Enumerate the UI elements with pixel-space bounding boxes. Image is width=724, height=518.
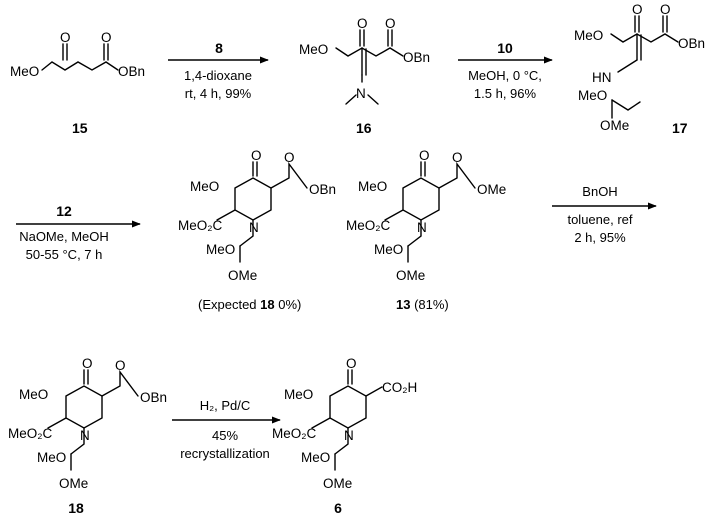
acetal-methoxy-label-2: OMe	[59, 476, 88, 491]
reaction-arrow-1: 8 1,4-dioxane rt, 4 h, 99%	[168, 40, 269, 101]
compound-6: MeO O CO₂H MeO₂C N MeO OMe 6	[272, 356, 417, 516]
methoxy-label: MeO	[10, 64, 39, 79]
carbonyl-oxygen-label: O	[632, 2, 643, 17]
carbonyl-oxygen-label: O	[419, 148, 430, 163]
carbonyl-oxygen-label: O	[346, 356, 357, 371]
amine-label: HN	[592, 70, 612, 85]
condition-time-yield: rt, 4 h, 99%	[185, 86, 252, 101]
benzyl-ester-label: OBn	[140, 390, 167, 405]
acetal-methoxy-label: MeO	[37, 450, 66, 465]
acetal-methoxy-label-2: OMe	[600, 118, 629, 133]
compound-13-caption: 13 (81%)	[396, 297, 449, 312]
methyl-ester-label: MeO₂C	[178, 218, 222, 233]
ester-oxygen-label: O	[452, 150, 463, 165]
reagent-10-label: 10	[497, 40, 513, 56]
compound-13: MeO O O OMe MeO₂C N MeO OMe 13 (81%)	[346, 148, 506, 312]
acetal-methoxy-label: MeO	[374, 242, 403, 257]
nitrogen-label: N	[249, 220, 259, 235]
condition-time-yield: 1.5 h, 96%	[474, 86, 537, 101]
condition-solvent: 1,4-dioxane	[184, 68, 252, 83]
reagent-bnoh-label: BnOH	[582, 184, 617, 199]
benzyl-ester-label: OBn	[309, 182, 336, 197]
ester-oxygen-label: O	[385, 16, 396, 31]
methyl-ester-right-label: OMe	[477, 182, 506, 197]
compound-16: MeO O O OBn N 16	[299, 16, 430, 136]
methyl-ester-label: MeO₂C	[346, 218, 390, 233]
benzyl-ester-label: OBn	[678, 36, 705, 51]
acetal-methoxy-label-2: OMe	[396, 268, 425, 283]
condition-solvent: toluene, ref	[567, 212, 632, 227]
reagent-8-label: 8	[215, 40, 223, 56]
acetal-methoxy-label-2: OMe	[323, 476, 352, 491]
ester-oxygen-label: O	[284, 150, 295, 165]
nitrogen-label: N	[356, 86, 366, 101]
nitrogen-label: N	[344, 428, 354, 443]
condition-solvent-temp: MeOH, 0 °C,	[468, 68, 542, 83]
condition-time-yield: 2 h, 95%	[574, 230, 626, 245]
acetal-methoxy-label: MeO	[301, 450, 330, 465]
carbonyl-oxygen-label: O	[357, 16, 368, 31]
compound-18-id: 18	[68, 500, 84, 516]
nitrogen-label: N	[80, 428, 90, 443]
expected-18-caption: (Expected 18 0%)	[198, 297, 301, 312]
condition-workup: recrystallization	[180, 446, 270, 461]
reagent-h2-pdc-label: H₂, Pd/C	[200, 398, 251, 413]
reaction-arrow-3: 12 NaOMe, MeOH 50-55 °C, 7 h	[16, 203, 141, 262]
reaction-arrow-5: H₂, Pd/C 45% recrystallization	[172, 398, 281, 461]
ester-oxygen-label: O	[101, 30, 112, 45]
benzyl-ester-label: OBn	[118, 64, 145, 79]
reaction-arrow-4: BnOH toluene, ref 2 h, 95%	[552, 184, 657, 245]
methoxy-label: MeO	[19, 387, 48, 402]
nitrogen-label: N	[417, 220, 427, 235]
methoxy-label: MeO	[284, 387, 313, 402]
compound-18: MeO O O OBn MeO₂C N MeO OMe 18	[8, 356, 167, 516]
ester-oxygen-label: O	[660, 2, 671, 17]
acetal-methoxy-label: MeO	[578, 88, 607, 103]
methyl-ester-label: MeO₂C	[272, 426, 316, 441]
ester-oxygen-label: O	[115, 358, 126, 373]
compound-6-id: 6	[334, 500, 342, 516]
compound-15-id: 15	[72, 120, 88, 136]
condition-yield: 45%	[212, 428, 238, 443]
carbonyl-oxygen-label: O	[251, 148, 262, 163]
acetal-methoxy-label: MeO	[206, 242, 235, 257]
compound-17: MeO O O OBn HN MeO OMe 17	[574, 2, 705, 136]
reaction-arrow-2: 10 MeOH, 0 °C, 1.5 h, 96%	[458, 40, 553, 101]
methoxy-label: MeO	[190, 179, 219, 194]
methoxy-label: MeO	[299, 42, 328, 57]
condition-temp-time: 50-55 °C, 7 h	[26, 247, 103, 262]
reagent-12-label: 12	[56, 203, 72, 219]
compound-15: MeO O O OBn 15	[10, 30, 145, 136]
benzyl-ester-label: OBn	[403, 50, 430, 65]
compound-16-id: 16	[356, 120, 372, 136]
methoxy-label: MeO	[574, 28, 603, 43]
condition-base-solvent: NaOMe, MeOH	[19, 229, 109, 244]
acetal-methoxy-label-2: OMe	[228, 268, 257, 283]
carbonyl-oxygen-label: O	[60, 30, 71, 45]
methoxy-label: MeO	[358, 179, 387, 194]
methyl-ester-label: MeO₂C	[8, 426, 52, 441]
carboxylic-acid-label: CO₂H	[382, 380, 417, 395]
compound-17-id: 17	[672, 120, 688, 136]
carbonyl-oxygen-label: O	[82, 356, 93, 371]
compound-expected-18: MeO O O OBn MeO₂C N MeO OMe (Expected 18…	[178, 148, 336, 312]
